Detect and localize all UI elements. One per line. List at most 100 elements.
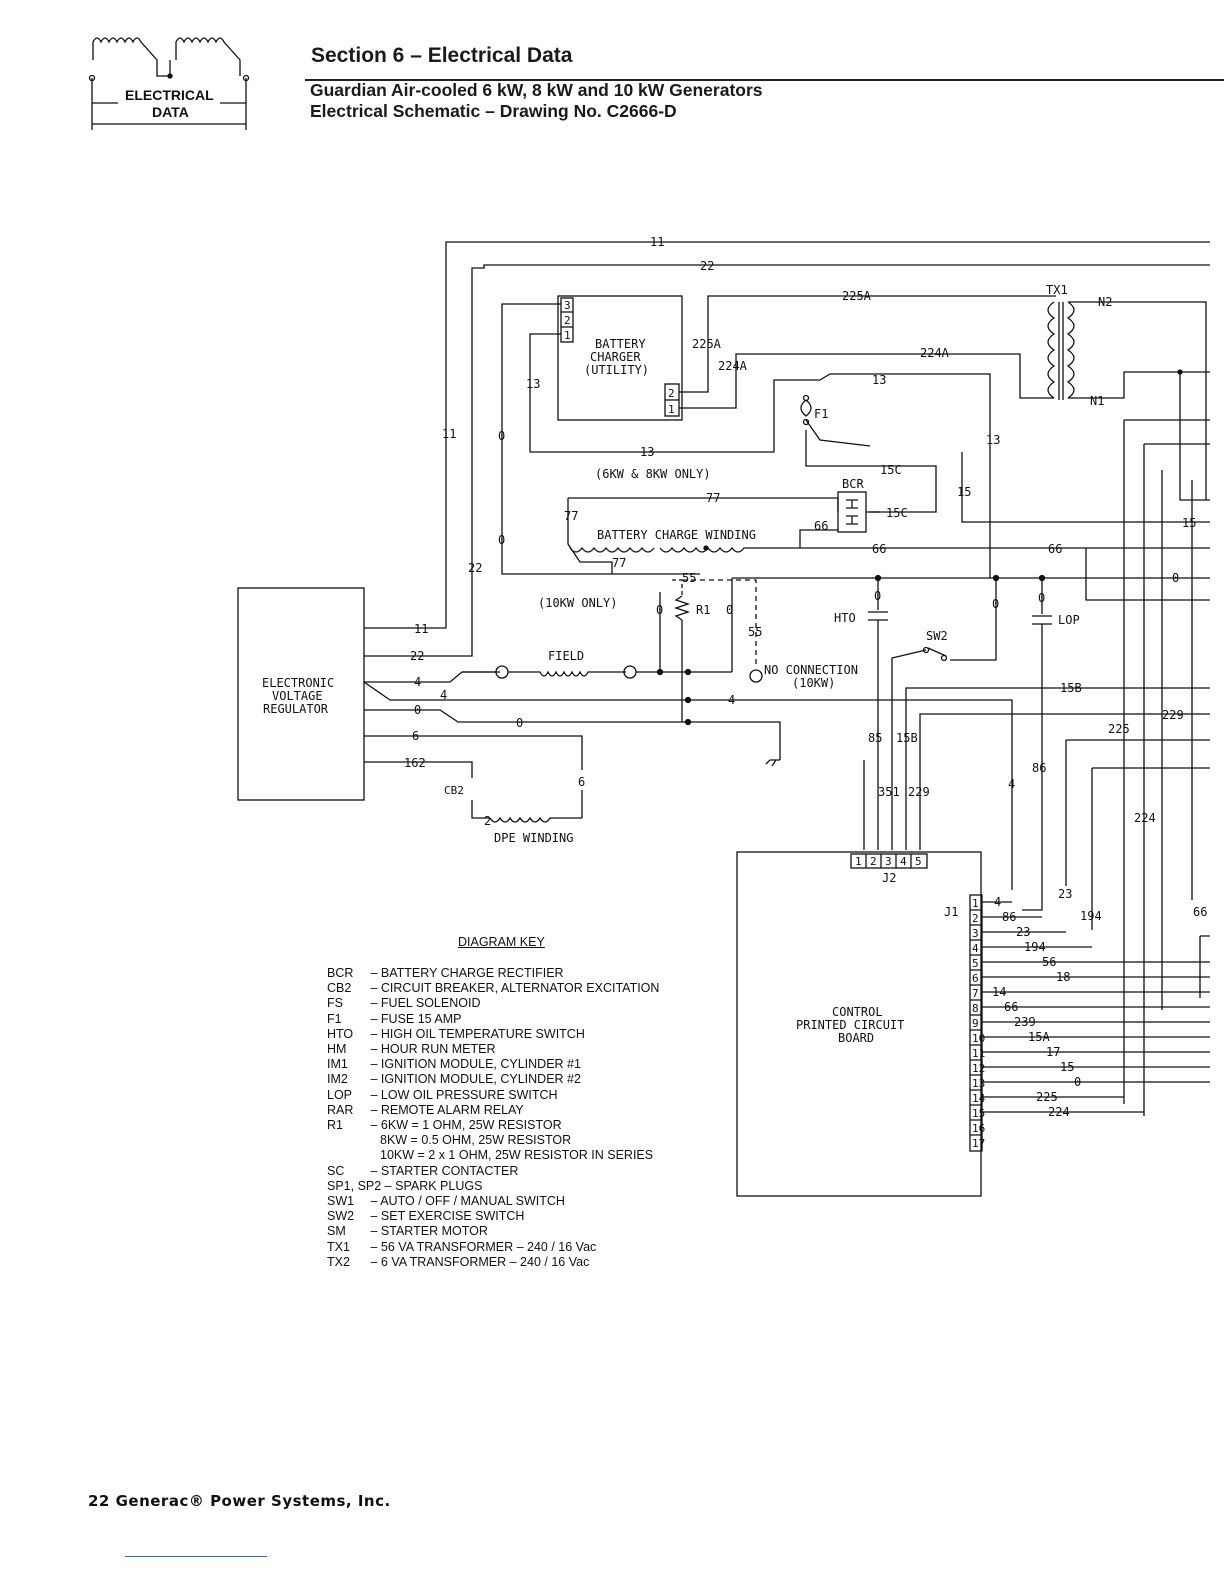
key-abbr: LOP (327, 1087, 353, 1102)
document-subtitle: Guardian Air-cooled 6 kW, 8 kW and 10 kW… (310, 80, 763, 100)
wire-label-13: 13 (872, 373, 886, 387)
sw2-label: SW2 (926, 629, 948, 643)
evr-label-2: VOLTAGE (272, 689, 323, 703)
svg-text:13: 13 (986, 433, 1000, 447)
evr-label-1: ELECTRONIC (262, 676, 334, 690)
svg-text:0: 0 (516, 716, 523, 730)
key-desc: REMOTE ALARM RELAY (380, 1102, 524, 1117)
j1-pin-number: 7 (972, 987, 979, 1000)
svg-text:0: 0 (992, 597, 999, 611)
wire-label-77: 77 (706, 491, 720, 505)
j1-wire-label: 86 (1002, 910, 1016, 924)
svg-text:55: 55 (748, 625, 762, 639)
key-entry: BCR – BATTERY CHARGE RECTIFIER (327, 966, 564, 980)
f1-label: F1 (814, 407, 828, 421)
svg-text:3: 3 (564, 299, 571, 312)
svg-text:4: 4 (900, 855, 907, 868)
j1-pin-number: 4 (972, 942, 979, 955)
j1-wire-label: 56 (1042, 955, 1056, 969)
key-entry: SM – STARTER MOTOR (327, 1224, 488, 1239)
svg-text:1: 1 (855, 855, 862, 868)
key-desc: HIGH OIL TEMPERATURE SWITCH (380, 1026, 585, 1041)
control-pcb-label-1: CONTROL (832, 1005, 883, 1019)
j1-pin-number: 17 (972, 1137, 985, 1150)
key-abbr: CB2 (327, 981, 352, 996)
j1-wire-label: 18 (1056, 970, 1070, 984)
key-entry: LOP – LOW OIL PRESSURE SWITCH (327, 1087, 558, 1102)
battery-charger-box (557, 295, 683, 421)
key-desc: IGNITION MODULE, CYLINDER #1 (380, 1057, 581, 1072)
key-desc: 6 VA TRANSFORMER – 240 / 16 Vac (380, 1254, 590, 1269)
key-abbr: HM (327, 1042, 347, 1057)
j1-wire-label: 66 (1004, 1000, 1018, 1014)
svg-text:22: 22 (468, 561, 482, 575)
j1-wire-label: 14 (992, 985, 1006, 999)
no-connection-label: NO CONNECTION (764, 663, 858, 677)
svg-text:4: 4 (1008, 777, 1015, 791)
logo-line1: ELECTRICAL (125, 87, 214, 103)
key-abbr: FS (327, 996, 343, 1011)
svg-text:2: 2 (668, 387, 675, 400)
key-entry: HM – HOUR RUN METER (327, 1042, 496, 1057)
svg-text:6: 6 (578, 775, 585, 789)
j1-pin-number: 10 (972, 1032, 985, 1045)
svg-text:0: 0 (1038, 591, 1045, 605)
key-desc: SPARK PLUGS (395, 1178, 483, 1193)
svg-text:66: 66 (872, 542, 886, 556)
j1-pin-number: 13 (972, 1077, 985, 1090)
key-entry: HTO – HIGH OIL TEMPERATURE SWITCH (327, 1026, 585, 1041)
svg-text:0: 0 (1172, 571, 1179, 585)
svg-text:66: 66 (1048, 542, 1062, 556)
wire-label-86: 86 (1032, 761, 1046, 775)
wire-label-55: 55 (682, 571, 696, 585)
lop-label: LOP (1058, 613, 1080, 627)
j1-pin-number: 9 (972, 1017, 979, 1030)
j1-pin-number: 3 (972, 927, 979, 940)
svg-text:224A: 224A (718, 359, 748, 373)
j1-pin-number: 16 (972, 1122, 985, 1135)
svg-text:0: 0 (498, 533, 505, 547)
charger-label-1: BATTERY (595, 337, 646, 351)
logo-line2: DATA (152, 104, 189, 120)
j1-wire-label: 4 (994, 895, 1001, 909)
key-entry: SW1 – AUTO / OFF / MANUAL SWITCH (327, 1194, 565, 1209)
key-abbr: SP1, SP2 (327, 1178, 382, 1193)
j1-pin-number: 11 (972, 1047, 985, 1060)
svg-text:229: 229 (908, 785, 930, 799)
note-10kw: (10KW ONLY) (538, 596, 617, 610)
key-entry: TX1 – 56 VA TRANSFORMER – 240 / 16 Vac (327, 1239, 597, 1254)
j1-pin-number: 15 (972, 1107, 985, 1120)
svg-text:0: 0 (726, 603, 733, 617)
wire-label-229: 229 (1162, 708, 1184, 722)
svg-text:2: 2 (564, 314, 571, 327)
key-entry: IM1 – IGNITION MODULE, CYLINDER #1 (327, 1057, 581, 1072)
control-pcb-label-3: BOARD (838, 1031, 874, 1045)
svg-text:77: 77 (564, 509, 578, 523)
svg-text:0: 0 (656, 603, 663, 617)
wire-label-224a: 224A (920, 346, 950, 360)
footer-text: 22 Generac® Power Systems, Inc. (88, 1492, 391, 1510)
key-entry: SW2 – SET EXERCISE SWITCH (327, 1209, 525, 1224)
key-entry: TX2 – 6 VA TRANSFORMER – 240 / 16 Vac (327, 1254, 590, 1269)
wire-label-22: 22 (700, 259, 714, 273)
wire-label-351: 351 (878, 785, 900, 799)
wire-label-194: 194 (1080, 909, 1102, 923)
wire-label-85: 85 (868, 731, 882, 745)
battery-charge-winding-label: BATTERY CHARGE WINDING (597, 528, 756, 542)
n2-label: N2 (1098, 295, 1112, 309)
voltage-regulator-box (237, 587, 365, 801)
key-desc: 56 VA TRANSFORMER – 240 / 16 Vac (380, 1239, 597, 1254)
j1-pin-number: 12 (972, 1062, 985, 1075)
hto-label: HTO (834, 611, 856, 625)
note-6-8kw: (6KW & 8KW ONLY) (595, 467, 711, 481)
control-pcb-label-2: PRINTED CIRCUIT (796, 1018, 904, 1032)
wire-label-6: 6 (412, 729, 419, 743)
key-abbr: IM1 (327, 1057, 348, 1072)
diagram-key-title: DIAGRAM KEY (458, 935, 545, 949)
key-desc: HOUR RUN METER (380, 1042, 496, 1057)
key-abbr: R1 (327, 1118, 343, 1133)
svg-text:0: 0 (874, 589, 881, 603)
